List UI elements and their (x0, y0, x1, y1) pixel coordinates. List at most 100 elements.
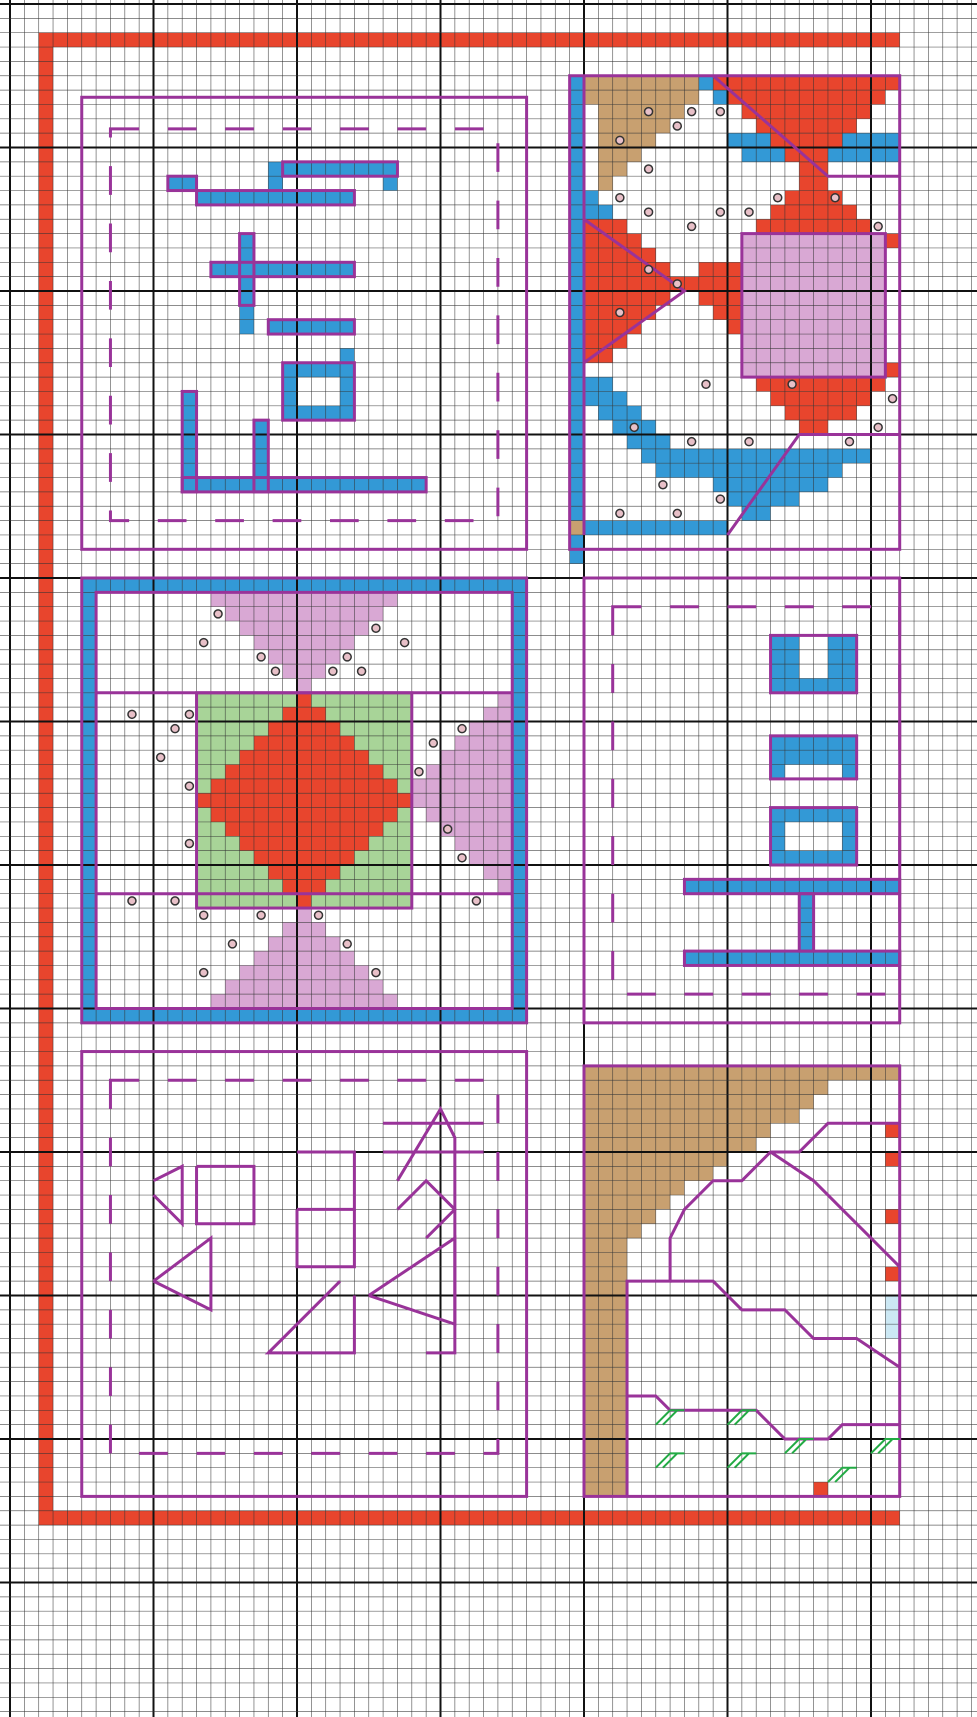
french-knot (716, 208, 724, 216)
lilac-triangle (498, 693, 512, 707)
tan-ground (584, 1181, 684, 1195)
tan-triangle (598, 119, 670, 133)
lilac-triangle (268, 650, 340, 664)
french-knot (200, 639, 208, 647)
red-diamond (240, 836, 369, 850)
french-knot (401, 639, 409, 647)
red-diamond (254, 736, 354, 750)
french-knot (659, 481, 667, 489)
red-stitch (885, 1267, 899, 1281)
french-knot (200, 969, 208, 977)
lilac-triangle (268, 937, 340, 951)
tan-ground (584, 1080, 828, 1094)
red-diamond (283, 707, 326, 721)
french-knot (874, 222, 882, 230)
red-diamond (728, 320, 742, 334)
lilac-triangle (498, 879, 512, 893)
french-knot (716, 108, 724, 116)
french-knot (458, 725, 466, 733)
lilac-triangle (297, 908, 311, 922)
lilac-triangle (211, 592, 398, 606)
tan-ground (584, 1410, 627, 1424)
tan-triangle (598, 176, 612, 190)
french-knot (673, 509, 681, 517)
lilac-triangle (469, 722, 512, 736)
kanji-stroke (771, 736, 785, 779)
french-knot (745, 208, 753, 216)
french-knot (128, 897, 136, 905)
french-knot (645, 208, 653, 216)
kanji-stroke (240, 320, 254, 334)
tan-ground (584, 1382, 627, 1396)
lilac-triangle (283, 922, 326, 936)
tan-ground (584, 1252, 627, 1266)
tan-ground (584, 1439, 627, 1453)
tan-ground (584, 1339, 627, 1353)
french-knot (358, 667, 366, 675)
panel-frame (82, 1052, 527, 1497)
lilac-triangle (469, 851, 512, 865)
french-knot (128, 710, 136, 718)
tan-ground (584, 1296, 627, 1310)
tan-ground (584, 1367, 627, 1381)
french-knot (745, 438, 753, 446)
red-stitch (885, 1209, 899, 1223)
tan-ground (584, 1468, 627, 1482)
blue-arm (656, 463, 699, 477)
french-knot (889, 395, 897, 403)
red-diamond (225, 822, 383, 836)
tan-ground (584, 1209, 656, 1223)
red-triangle (785, 148, 828, 162)
french-knot (415, 768, 423, 776)
lilac-triangle (254, 951, 354, 965)
lilac-triangle (211, 994, 398, 1008)
french-knot (372, 624, 380, 632)
red-stitch (885, 1152, 899, 1166)
french-knot (716, 495, 724, 503)
french-knot (171, 725, 179, 733)
lilac-triangle (283, 664, 326, 678)
red-triangle (728, 90, 886, 104)
lilac-triangle (225, 980, 383, 994)
tan-ground (584, 1166, 713, 1180)
red-diamond (240, 750, 369, 764)
french-knot (616, 194, 624, 202)
red-diamond (699, 291, 742, 305)
lilac-triangle (225, 607, 383, 621)
tan-corner (570, 521, 584, 535)
kanji-stroke (684, 951, 899, 965)
french-knot (329, 667, 337, 675)
french-knot (616, 309, 624, 317)
red-diamond (268, 722, 340, 736)
tan-ground (584, 1281, 627, 1295)
lilac-triangle (412, 779, 512, 793)
lilac-triangle (240, 965, 369, 979)
red-diamond (699, 262, 742, 276)
kanji-stroke (240, 234, 254, 306)
red-diamond (283, 879, 326, 893)
red-diamond (254, 851, 354, 865)
french-knot (185, 839, 193, 847)
lilac-triangle (297, 678, 311, 692)
red-diamond (756, 377, 885, 391)
tan-ground (584, 1353, 627, 1367)
kanji-stroke (383, 176, 397, 190)
tan-ground (584, 1310, 627, 1324)
red-triangle (584, 219, 627, 233)
french-knot (228, 940, 236, 948)
french-knot (688, 108, 696, 116)
blue-arm (584, 191, 598, 205)
blue-arm (627, 435, 670, 449)
red-diamond (785, 406, 857, 420)
kanji-stroke (842, 736, 856, 779)
french-knot (458, 854, 466, 862)
french-knot (688, 222, 696, 230)
french-knot (343, 653, 351, 661)
lilac-triangle (441, 750, 513, 764)
tan-triangle (598, 148, 641, 162)
french-knot (645, 108, 653, 116)
french-knot (372, 969, 380, 977)
french-knot (185, 782, 193, 790)
